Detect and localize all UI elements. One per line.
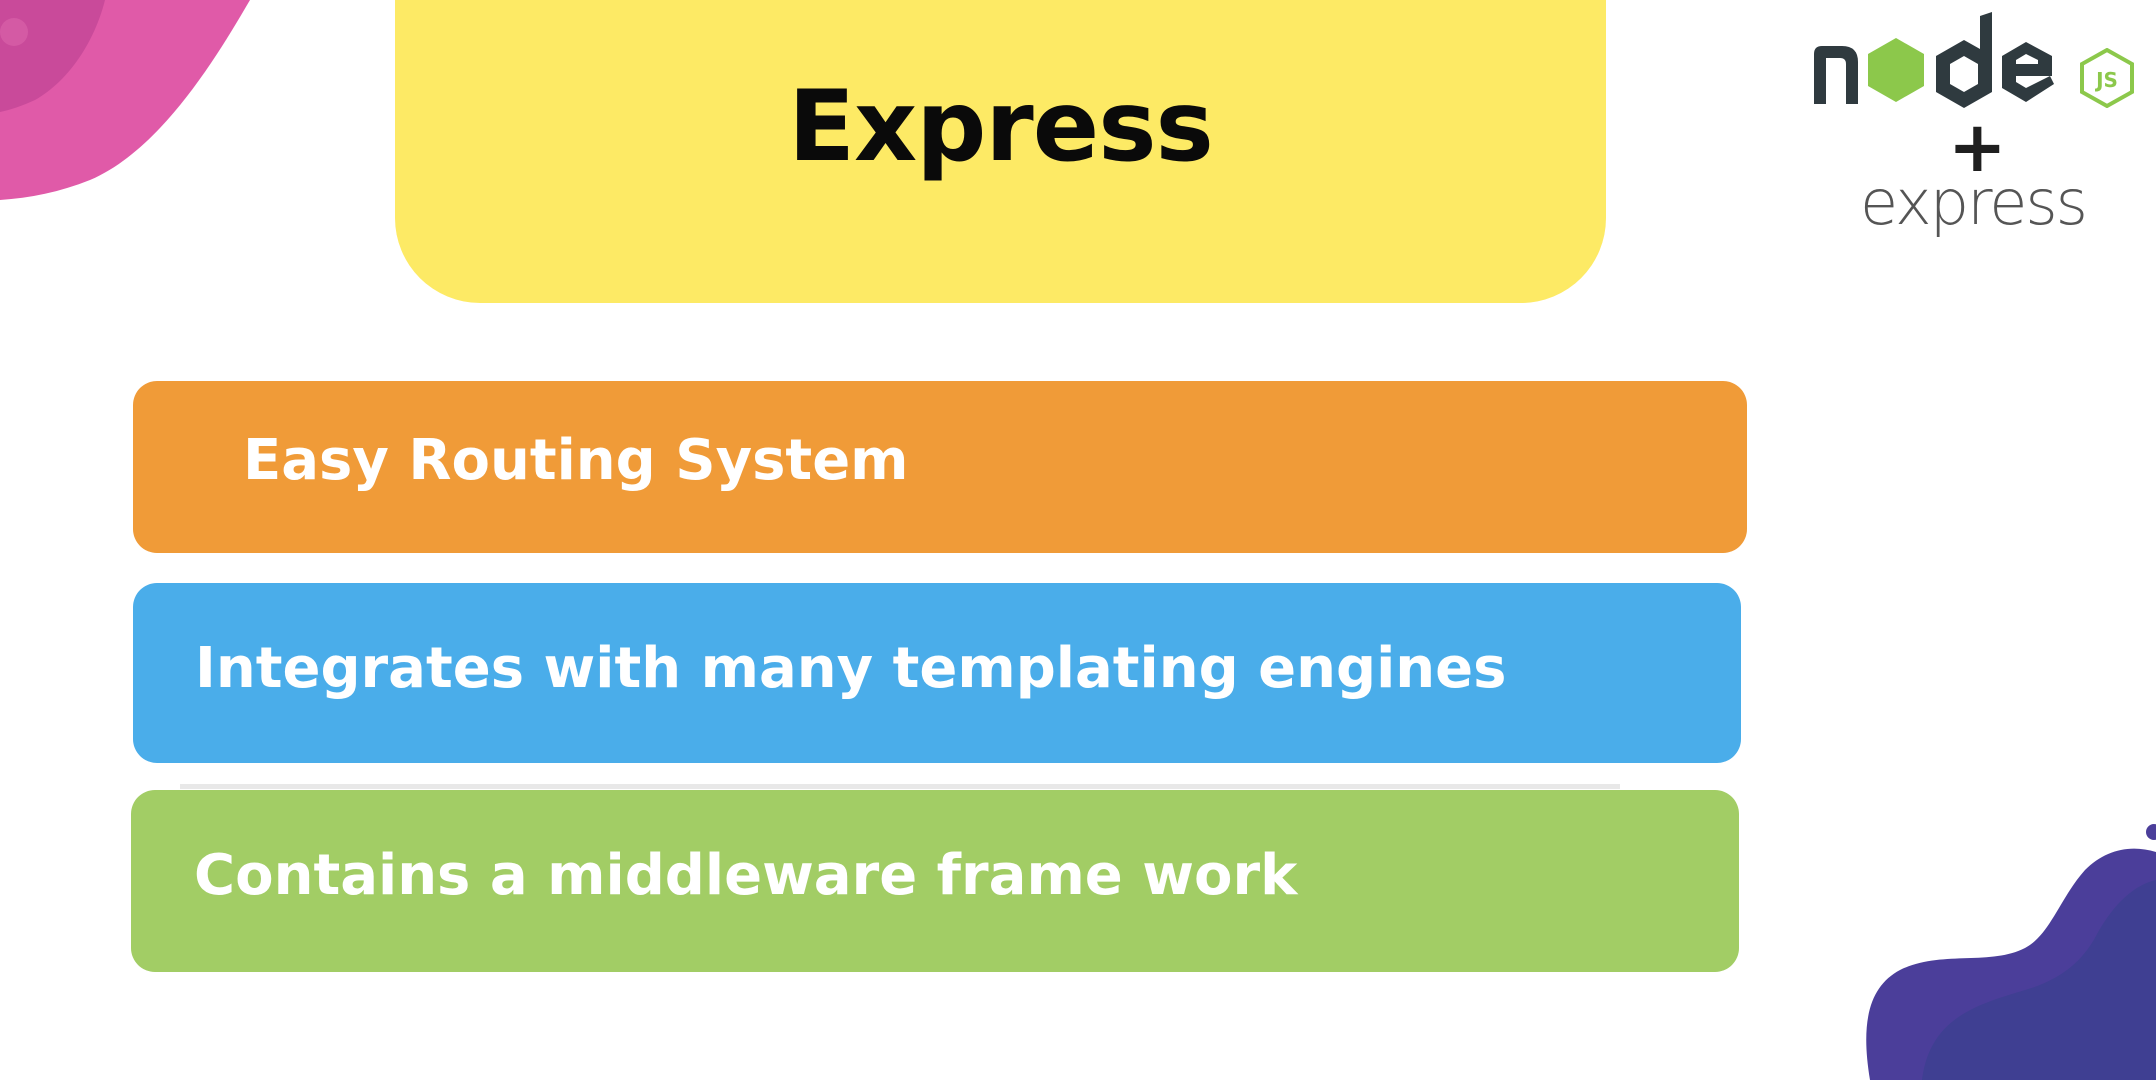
logo-plus: + [1948,106,2007,188]
title-card: Express [395,0,1606,303]
feature-label: Integrates with many templating engines [195,635,1507,701]
slide-title: Express [788,69,1214,184]
feature-middleware: Contains a middleware frame work [131,790,1739,972]
purple-blob-decoration [1866,824,2156,1080]
express-wordmark: express [1860,166,2088,239]
feature-easy-routing: Easy Routing System [133,381,1747,553]
nodejs-logo-icon [1814,12,2054,108]
js-label: JS [2094,68,2118,92]
feature-templating-engines: Integrates with many templating engines [133,583,1741,763]
pink-blob-decoration [0,0,250,200]
feature-label: Easy Routing System [243,427,909,493]
feature-label: Contains a middleware frame work [194,842,1298,908]
js-hexagon-icon: JS [2080,48,2134,108]
node-express-logo: JS + express [1810,12,2140,242]
divider-line [180,784,1620,789]
